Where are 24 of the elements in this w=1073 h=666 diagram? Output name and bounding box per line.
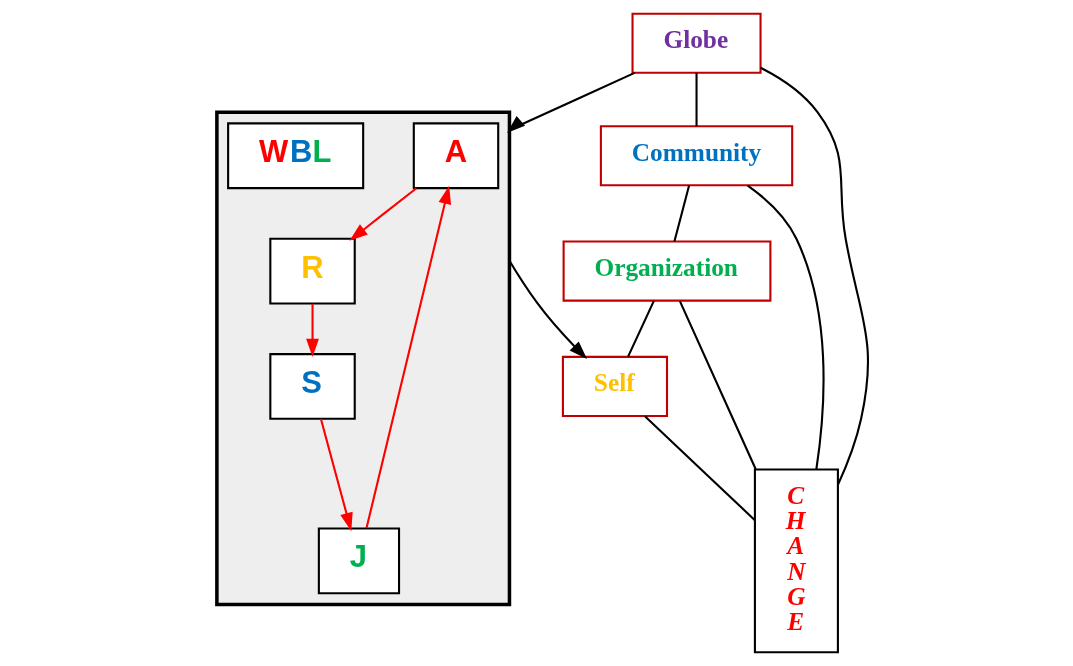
node-box: S — [268, 353, 356, 420]
arrow — [506, 71, 635, 133]
arrow — [348, 187, 417, 241]
node-box: J — [317, 527, 400, 595]
connector — [678, 300, 757, 470]
connector — [695, 72, 698, 127]
connector — [746, 184, 825, 470]
node-box: Globe — [631, 12, 762, 74]
node-box: C H A N G E — [753, 468, 839, 654]
node-box: R — [268, 237, 356, 305]
node-box: WBL — [226, 122, 364, 190]
connector — [759, 66, 869, 486]
cluster — [214, 110, 511, 607]
node-box: Self — [561, 355, 668, 418]
arrow — [508, 260, 587, 360]
node-box: Organization — [562, 240, 771, 302]
connector — [643, 415, 756, 521]
node-box: A — [412, 122, 499, 190]
arrow — [305, 303, 319, 358]
arrow — [319, 418, 353, 532]
arrow — [365, 185, 451, 529]
node-box: Community — [599, 125, 793, 187]
connector — [626, 300, 655, 358]
connector — [672, 185, 690, 242]
